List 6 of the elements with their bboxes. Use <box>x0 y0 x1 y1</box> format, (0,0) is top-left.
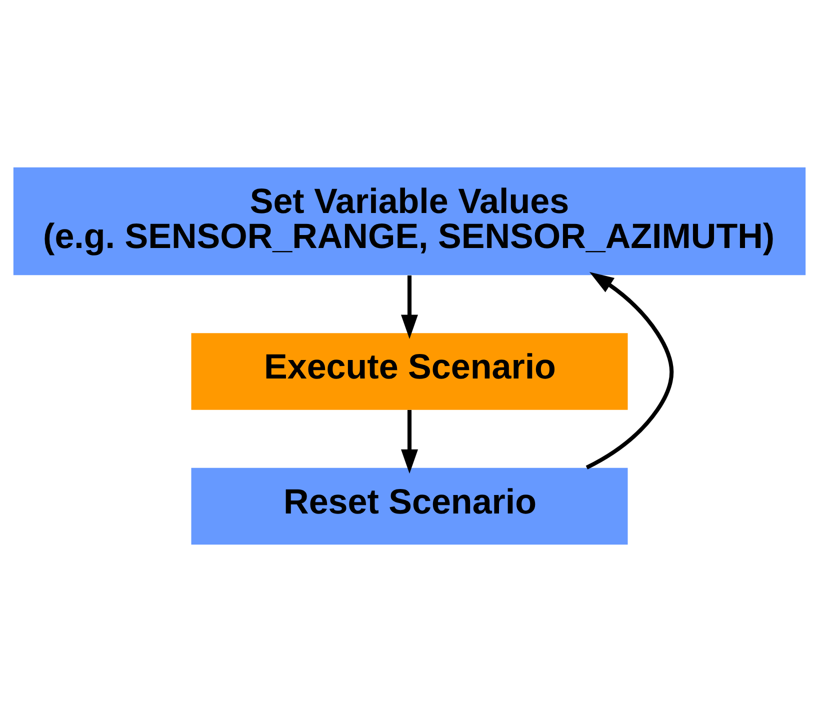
arrow <box>586 272 674 470</box>
node-box: Reset Scenario <box>191 468 628 545</box>
node-box: Execute Scenario <box>191 333 628 410</box>
arrow <box>401 275 418 340</box>
arrow <box>401 410 418 474</box>
node-box: Set Variable Values (e.g. SENSOR_RANGE, SENSOR_AZIMUTH) <box>13 167 806 276</box>
